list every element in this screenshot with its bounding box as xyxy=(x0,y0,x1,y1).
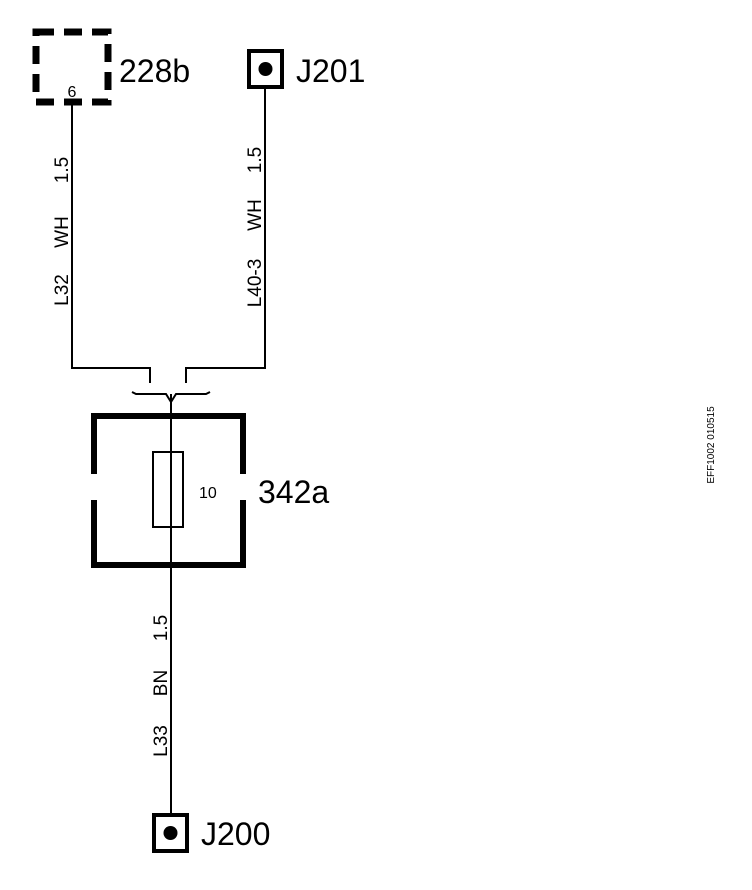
fuse-rating: 10 xyxy=(199,485,217,502)
junction-j200-label: J200 xyxy=(201,816,270,852)
figure-code: EFF1002 010515 xyxy=(706,406,717,484)
connector-228b-label: 228b xyxy=(119,53,190,89)
junction-j201-dot xyxy=(258,62,273,76)
junction-j201: J201 xyxy=(247,49,365,89)
junction-j200-box xyxy=(152,813,189,853)
wire-bottom-size: 1.5 xyxy=(151,615,172,641)
wire-right-id: L40-3 xyxy=(245,259,266,308)
wire-left-path xyxy=(71,104,151,383)
wire-bottom-color: BN xyxy=(151,670,172,696)
junction-j200-dot xyxy=(163,826,178,840)
wire-right-path xyxy=(185,88,266,383)
wire-right: 1.5 WH L40-3 xyxy=(185,88,266,383)
wire-bottom-id: L33 xyxy=(151,725,172,757)
connector-228b-pin: 6 xyxy=(68,84,77,101)
fuse-box-outline xyxy=(91,413,246,568)
fuse-label: 342a xyxy=(258,474,329,510)
wire-bottom: 1.5 BN L33 xyxy=(151,615,172,757)
connector-228b: 6 228b xyxy=(32,28,190,106)
wire-right-size: 1.5 xyxy=(245,147,266,173)
fuse-342a: 10 342a xyxy=(91,413,329,568)
junction-j200: J200 xyxy=(152,813,270,853)
wire-right-color: WH xyxy=(245,199,266,231)
wire-left-color: WH xyxy=(52,216,73,248)
wire-left: 1.5 WH L32 xyxy=(52,104,151,383)
connector-228b-outline xyxy=(32,28,112,106)
fuse-element xyxy=(152,451,184,528)
wire-left-id: L32 xyxy=(52,274,73,306)
wire-left-size: 1.5 xyxy=(52,157,73,183)
junction-j201-label: J201 xyxy=(296,53,365,89)
